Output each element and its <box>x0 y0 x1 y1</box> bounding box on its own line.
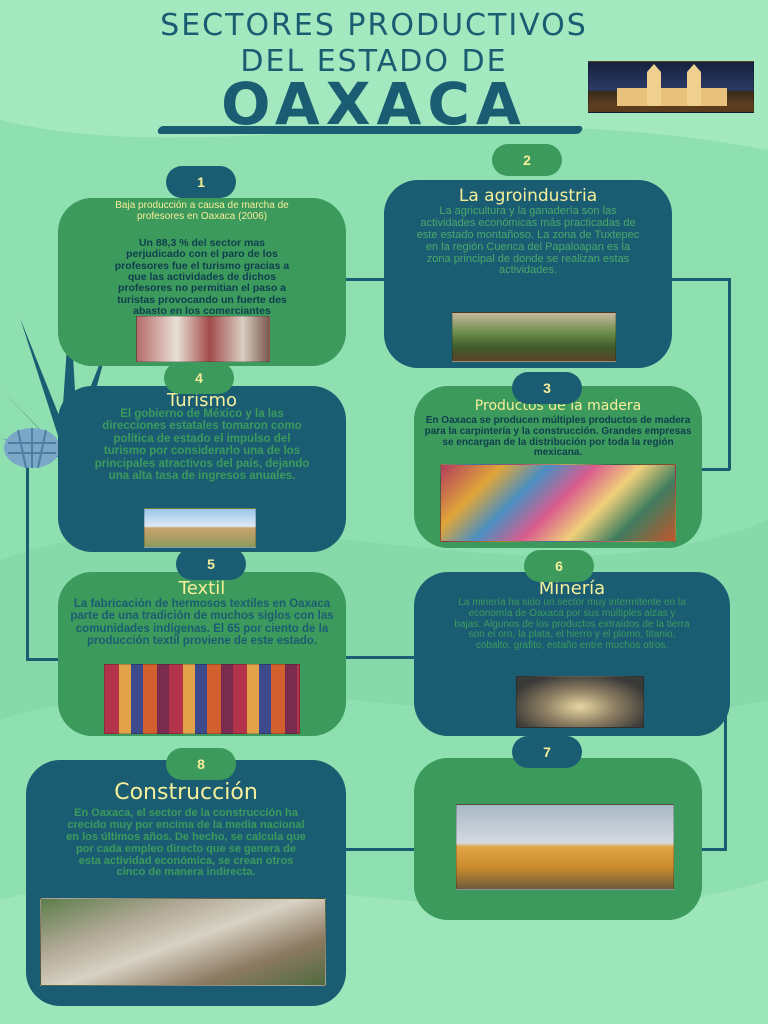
step-badge-3: 3 <box>512 372 582 404</box>
connector-line <box>340 848 420 851</box>
card-6: Minería La minería ha sido un sector muy… <box>414 572 730 736</box>
card-5-text: La fabricación de hermosos textiles en O… <box>70 598 334 648</box>
step-badge-1: 1 <box>166 166 236 198</box>
card-1-text: Un 88,3 % del sector mas perjudicado con… <box>114 237 290 317</box>
card-2-text: La agricultura y la ganadería son las ac… <box>416 205 640 277</box>
church-landscape-photo <box>144 508 256 548</box>
textiles-photo <box>104 664 300 734</box>
step-badge-8: 8 <box>166 748 236 780</box>
card-5-title: Textil <box>178 578 226 599</box>
card-3: Productos de la madera En Oaxaca se prod… <box>414 386 702 548</box>
cathedral-night-photo <box>588 61 754 113</box>
card-4-title: Turismo <box>167 390 237 411</box>
card-1: Baja producción a causa de marcha de pro… <box>58 198 346 366</box>
step-badge-7: 7 <box>512 736 582 768</box>
brush-stroke-divider <box>156 126 584 134</box>
connector-line <box>668 278 730 281</box>
card-4-text: El gobierno de México y la las direccion… <box>94 408 310 483</box>
card-1-subtitle: Baja producción a causa de marcha de pro… <box>115 200 289 222</box>
card-6-text: La minería ha sido un sector muy intermi… <box>454 597 690 652</box>
connector-line <box>340 656 420 659</box>
construction-site-photo <box>40 898 326 986</box>
card-3-title: Productos de la madera <box>474 398 642 414</box>
connector-line <box>700 468 730 471</box>
card-3-text: En Oaxaca se producen múltiples producto… <box>424 415 692 459</box>
mine-tunnel-photo <box>516 676 644 728</box>
card-8-text: En Oaxaca, el sector de la construcción … <box>66 807 306 879</box>
card-7 <box>414 758 702 920</box>
card-8: Construcción En Oaxaca, el sector de la … <box>26 760 346 1006</box>
connector-line <box>700 848 727 851</box>
step-badge-5: 5 <box>176 548 246 580</box>
protest-march-photo <box>136 316 270 362</box>
cathedral-day-photo <box>456 804 674 890</box>
step-badge-6: 6 <box>524 550 594 582</box>
connector-line <box>26 458 29 660</box>
step-badge-4: 4 <box>164 362 234 394</box>
title-line-1: SECTORES PRODUCTIVOS <box>160 8 588 43</box>
connector-line <box>340 278 390 281</box>
card-8-title: Construcción <box>114 780 258 805</box>
connector-line <box>728 278 731 470</box>
card-4: Turismo El gobierno de México y la las d… <box>58 386 346 552</box>
connector-line <box>26 658 62 661</box>
card-2-title: La agroindustria <box>458 186 598 206</box>
step-badge-2: 2 <box>492 144 562 176</box>
card-6-title: Minería <box>538 578 606 599</box>
card-2: La agroindustria La agricultura y la gan… <box>384 180 672 368</box>
title-line-2: DEL ESTADO DE <box>240 44 508 79</box>
card-5: Textil La fabricación de hermosos textil… <box>58 572 346 736</box>
farmer-field-photo <box>452 312 616 362</box>
crafts-market-photo <box>440 464 676 542</box>
connector-line <box>724 710 727 850</box>
